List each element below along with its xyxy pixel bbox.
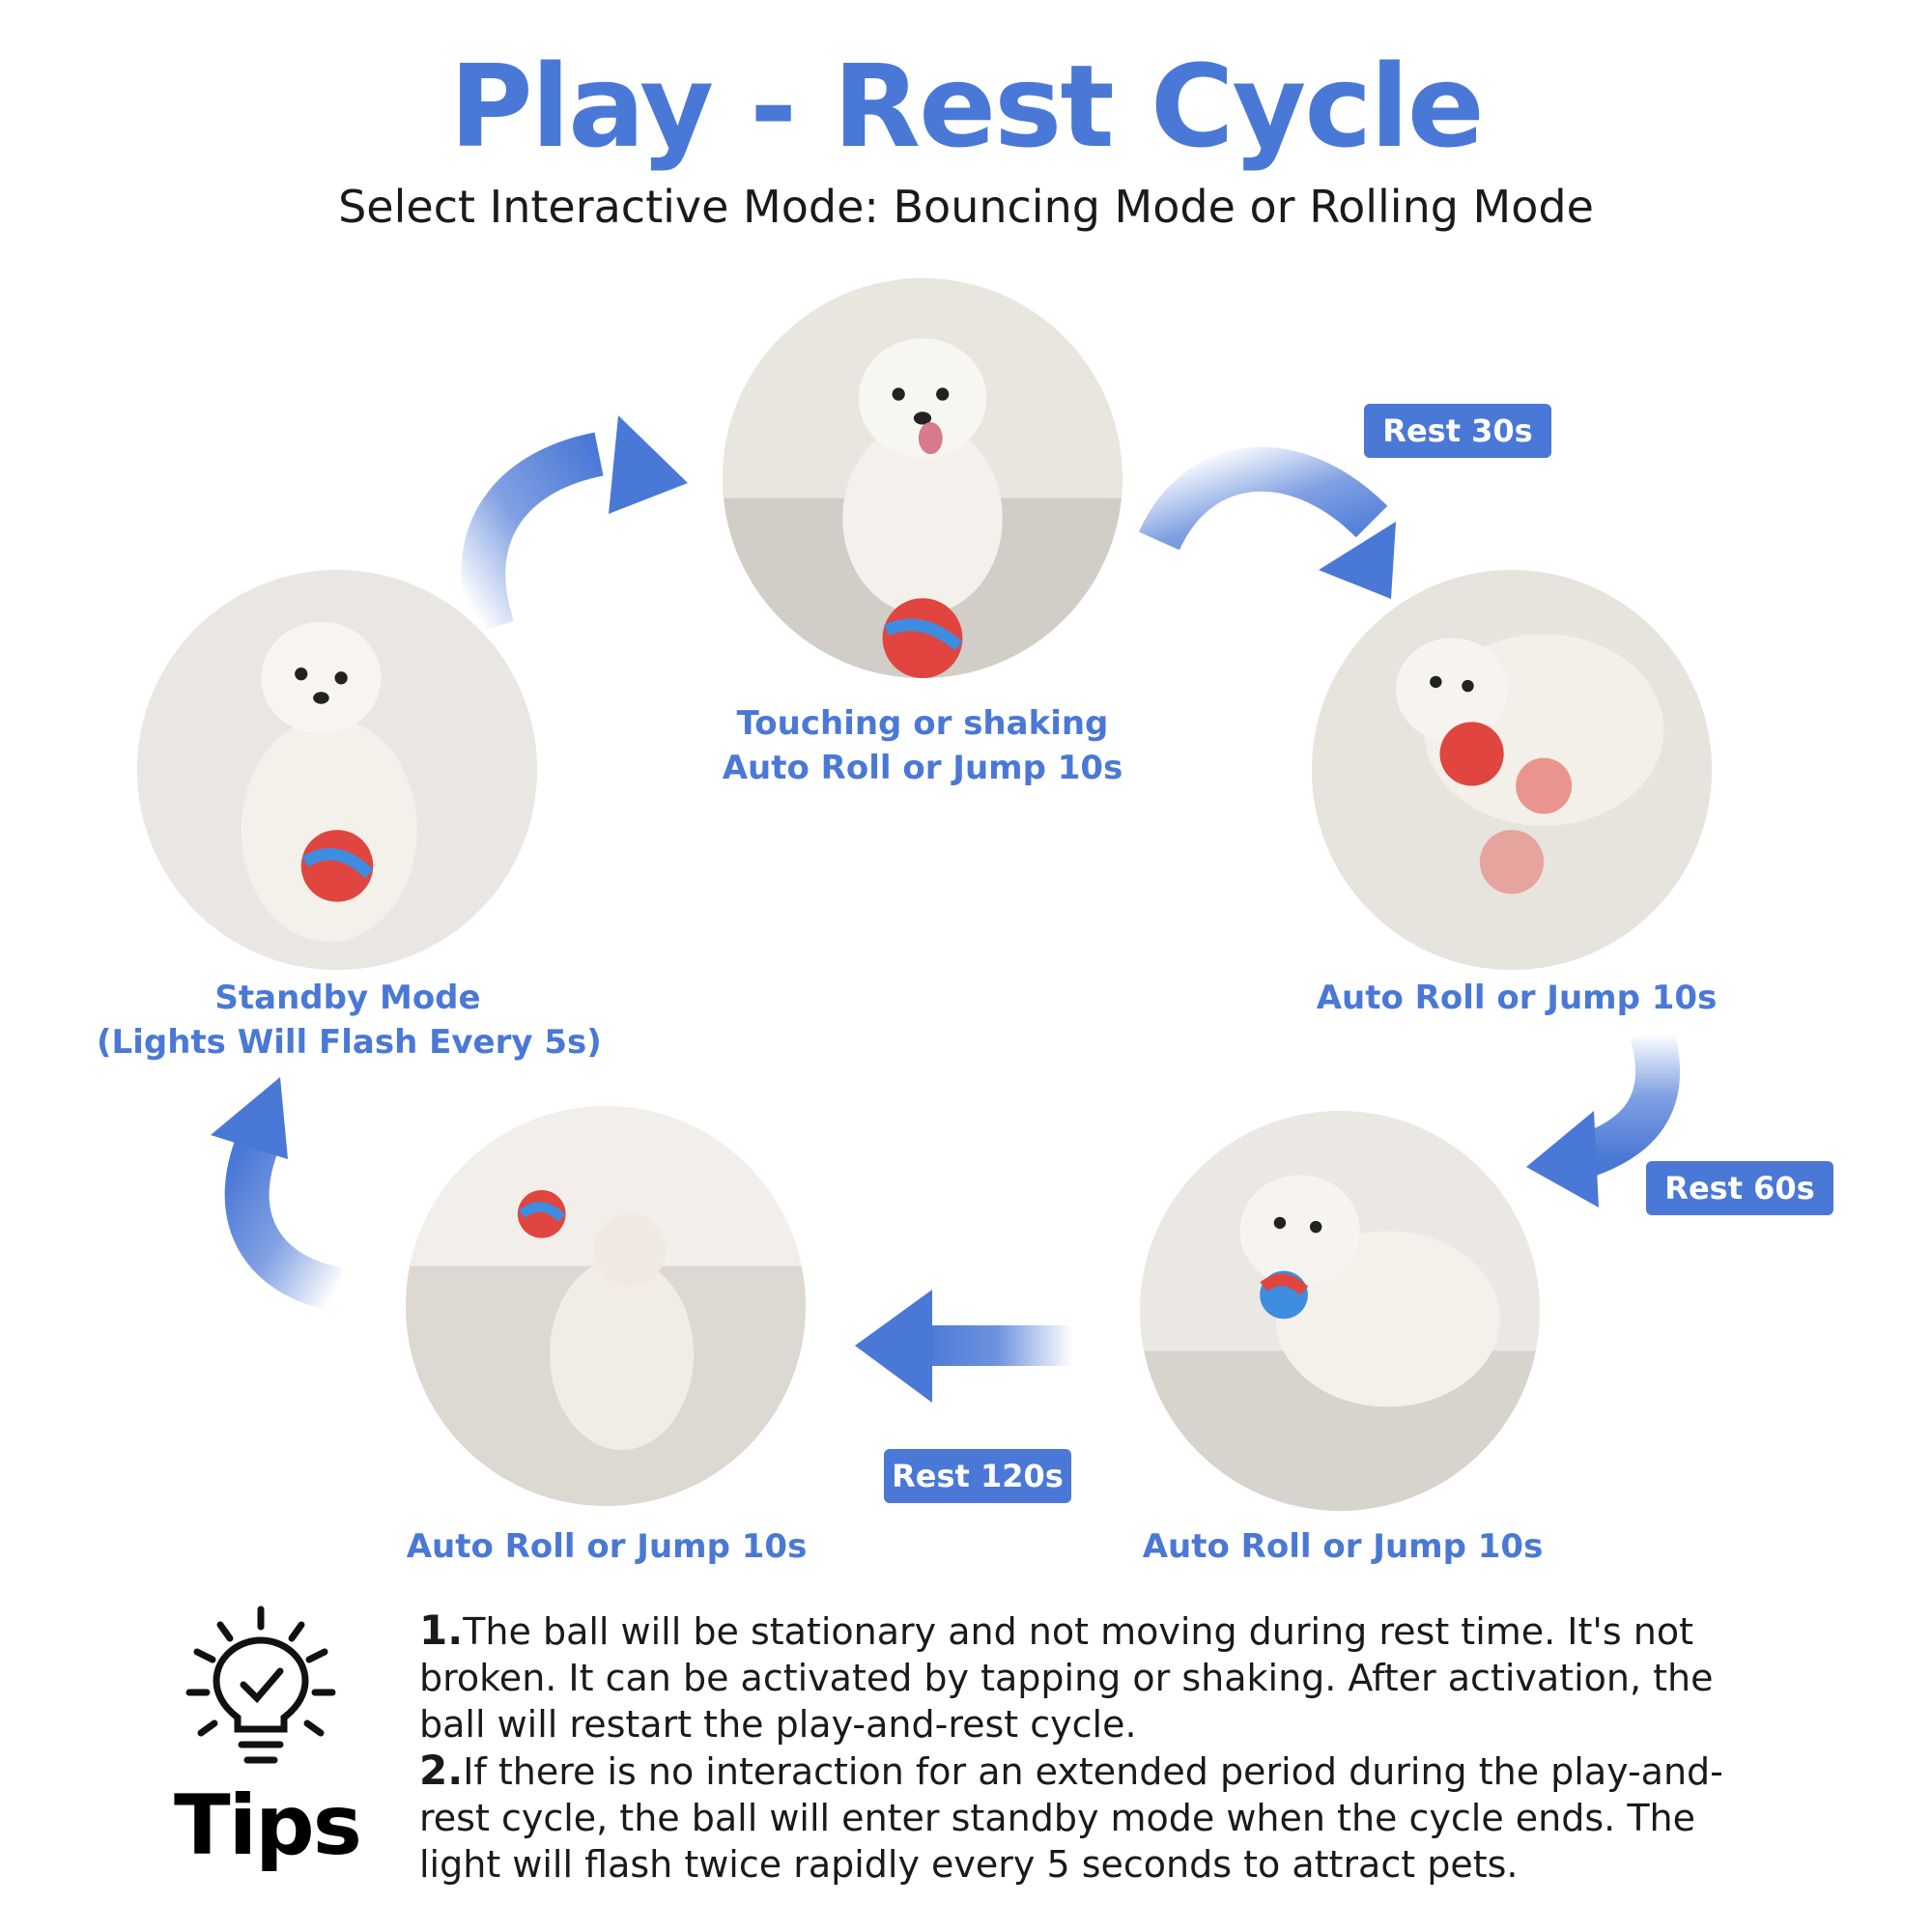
page-subtitle: Select Interactive Mode: Bouncing Mode o… [0, 178, 1932, 236]
tip-item-2: 2.If there is no interaction for an exte… [419, 1747, 1752, 1888]
caption-bottom-right: Auto Roll or Jump 10s [1111, 1524, 1575, 1569]
tip-item-1: 1.The ball will be stationary and not mo… [419, 1607, 1752, 1747]
caption-top-line1: Touching or shaking [676, 701, 1169, 746]
caption-left-line2: (Lights Will Flash Every 5s) [97, 1020, 599, 1065]
page-title: Play - Rest Cycle [0, 39, 1932, 174]
curved-arrow-icon [1526, 1034, 1658, 1208]
caption-left: Standby Mode (Lights Will Flash Every 5s… [97, 976, 599, 1065]
curved-arrow-icon [211, 1077, 338, 1290]
straight-arrow-left-icon [855, 1290, 1072, 1403]
photo-dog-top [723, 278, 1122, 678]
tip-item-1-number: 1. [419, 1606, 463, 1654]
badge-rest-30: Rest 30s [1364, 404, 1551, 458]
tips-label: Tips [174, 1777, 360, 1874]
badge-rest-60: Rest 60s [1646, 1161, 1833, 1215]
curved-arrow-icon [483, 415, 688, 628]
tip-item-2-text: If there is no interaction for an extend… [419, 1750, 1723, 1886]
caption-right: Auto Roll or Jump 10s [1285, 976, 1748, 1020]
caption-bottom-right-line1: Auto Roll or Jump 10s [1111, 1524, 1575, 1569]
tip-item-1-text: The ball will be stationary and not movi… [419, 1610, 1713, 1746]
tip-item-2-number: 2. [419, 1747, 463, 1794]
photo-dog-right [1312, 570, 1712, 970]
caption-top: Touching or shaking Auto Roll or Jump 10… [676, 701, 1169, 790]
photo-dog-left [137, 570, 537, 970]
photo-dog-bottom-right [1140, 1111, 1540, 1511]
badge-rest-120: Rest 120s [884, 1449, 1071, 1503]
caption-bottom-left: Auto Roll or Jump 10s [375, 1524, 838, 1569]
tips-list: 1.The ball will be stationary and not mo… [419, 1607, 1752, 1888]
caption-bottom-left-line1: Auto Roll or Jump 10s [375, 1524, 838, 1569]
caption-right-line1: Auto Roll or Jump 10s [1285, 976, 1748, 1020]
lightbulb-check-icon [184, 1604, 338, 1777]
caption-left-line1: Standby Mode [97, 976, 599, 1020]
curved-arrow-icon [1159, 469, 1396, 599]
caption-top-line2: Auto Roll or Jump 10s [676, 746, 1169, 790]
photo-dog-bottom-left [406, 1106, 806, 1506]
